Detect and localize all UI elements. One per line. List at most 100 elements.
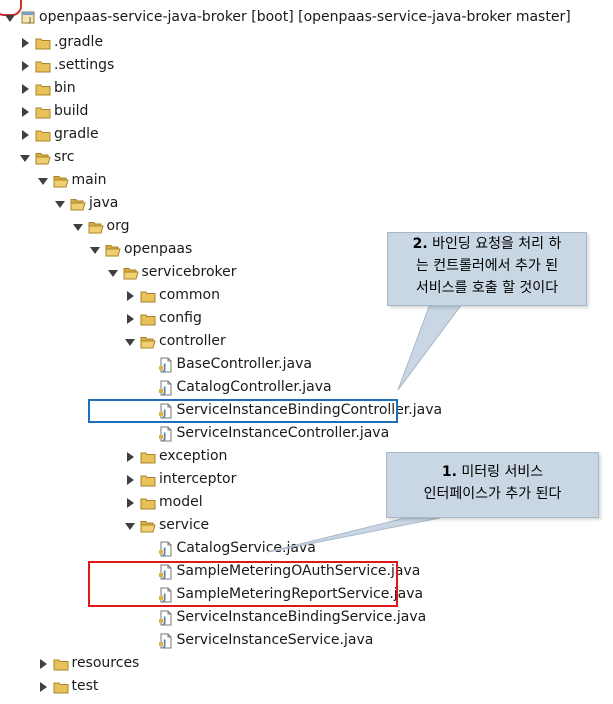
tree-item-label: controller	[159, 333, 226, 349]
tree-folder-item[interactable]: build	[19, 100, 88, 123]
svg-text:J: J	[162, 547, 166, 557]
folder-icon	[140, 311, 156, 327]
expand-toggle-icon[interactable]	[19, 105, 33, 119]
expand-toggle-icon[interactable]	[107, 266, 121, 280]
expand-toggle-icon[interactable]	[54, 197, 68, 211]
expand-toggle-icon[interactable]	[124, 450, 138, 464]
folder-icon	[140, 288, 156, 304]
java-file-icon: J	[158, 426, 174, 442]
tree-file-item[interactable]: J SampleMeteringReportService.java	[142, 583, 424, 606]
svg-text:J: J	[162, 593, 166, 603]
expand-toggle-icon[interactable]	[89, 243, 103, 257]
folder-icon	[53, 679, 69, 695]
highlight-metering-services	[88, 561, 398, 607]
tree-folder-item[interactable]: exception	[124, 445, 227, 468]
tree-item-label: java	[89, 195, 119, 211]
tree-item-label: interceptor	[159, 471, 237, 487]
expand-toggle-icon[interactable]	[19, 82, 33, 96]
folder-open-icon	[123, 265, 139, 281]
tree-item-label: exception	[159, 448, 228, 464]
project-label: openpaas-service-java-broker [boot] [ope…	[39, 9, 571, 25]
expand-toggle-icon[interactable]	[4, 11, 18, 25]
tree-folder-item[interactable]: servicebroker	[107, 261, 237, 284]
expand-toggle-icon[interactable]	[72, 220, 86, 234]
tree-item-label: main	[71, 172, 107, 188]
tree-item-label: SampleMeteringReportService.java	[176, 586, 424, 602]
expand-toggle-icon[interactable]	[124, 496, 138, 510]
tree-item-label: CatalogController.java	[176, 379, 332, 395]
tree-folder-item[interactable]: main	[37, 169, 107, 192]
java-file-icon: J	[158, 587, 174, 603]
expand-toggle-icon[interactable]	[124, 335, 138, 349]
tree-folder-item[interactable]: service	[124, 514, 209, 537]
expand-toggle-icon[interactable]	[37, 174, 51, 188]
tree-item-label: common	[159, 287, 220, 303]
svg-text:J: J	[162, 639, 166, 649]
tree-folder-item[interactable]: resources	[37, 652, 139, 675]
folder-icon	[35, 35, 51, 51]
callout-metering-note: 1. 미터링 서비스 인터페이스가 추가 된다	[386, 452, 599, 518]
tree-item-label: service	[159, 517, 210, 533]
tree-folder-item[interactable]: java	[54, 192, 118, 215]
tree-item-label: gradle	[54, 126, 99, 142]
project-root[interactable]: J openpaas-service-java-broker [boot] [o…	[4, 6, 571, 29]
tree-folder-item[interactable]: org	[72, 215, 129, 238]
folder-icon	[35, 81, 51, 97]
expand-toggle-icon[interactable]	[37, 657, 51, 671]
expand-toggle-icon[interactable]	[124, 519, 138, 533]
tree-folder-item[interactable]: src	[19, 146, 74, 169]
folder-open-icon	[105, 242, 121, 258]
folder-open-icon	[35, 150, 51, 166]
svg-text:J: J	[162, 363, 166, 373]
folder-icon	[140, 472, 156, 488]
tree-folder-item[interactable]: common	[124, 284, 220, 307]
folder-icon	[35, 127, 51, 143]
java-file-icon: J	[158, 633, 174, 649]
tree-item-label: test	[71, 678, 99, 694]
tree-folder-item[interactable]: .gradle	[19, 31, 103, 54]
tree-item-label: bin	[54, 80, 76, 96]
expand-toggle-icon[interactable]	[124, 473, 138, 487]
tree-folder-item[interactable]: .settings	[19, 54, 114, 77]
callout-line: 바인딩 요청을 처리 하	[432, 236, 562, 252]
expand-toggle-icon[interactable]	[19, 128, 33, 142]
callout-line: 는 컨트롤러에서 추가 된	[415, 258, 559, 274]
folder-icon	[35, 104, 51, 120]
callout-line: 서비스를 호출 할 것이다	[415, 280, 559, 296]
tree-folder-item[interactable]: controller	[124, 330, 226, 353]
tree-folder-item[interactable]: model	[124, 491, 203, 514]
expand-toggle-icon[interactable]	[19, 151, 33, 165]
tree-folder-item[interactable]: gradle	[19, 123, 99, 146]
folder-icon	[35, 58, 51, 74]
tree-folder-item[interactable]: config	[124, 307, 202, 330]
java-file-icon: J	[158, 403, 174, 419]
tree-folder-item[interactable]: interceptor	[124, 468, 236, 491]
tree-item-label: config	[159, 310, 202, 326]
java-file-icon: J	[158, 564, 174, 580]
expand-toggle-icon[interactable]	[124, 289, 138, 303]
tree-file-item[interactable]: J CatalogService.java	[142, 537, 316, 560]
tree-folder-item[interactable]: bin	[19, 77, 76, 100]
tree-folder-item[interactable]: openpaas	[89, 238, 192, 261]
tree-item-label: SampleMeteringOAuthService.java	[176, 563, 421, 579]
java-file-icon: J	[158, 380, 174, 396]
expand-toggle-icon[interactable]	[124, 312, 138, 326]
tree-folder-item[interactable]: test	[37, 675, 99, 698]
tree-item-label: build	[54, 103, 89, 119]
folder-icon	[53, 656, 69, 672]
tree-item-label: CatalogService.java	[176, 540, 316, 556]
expand-toggle-icon[interactable]	[19, 59, 33, 73]
tree-item-label: .settings	[54, 57, 115, 73]
expand-toggle-icon[interactable]	[37, 680, 51, 694]
expand-toggle-icon[interactable]	[19, 36, 33, 50]
svg-text:J: J	[28, 16, 31, 24]
tree-item-label: servicebroker	[141, 264, 237, 280]
